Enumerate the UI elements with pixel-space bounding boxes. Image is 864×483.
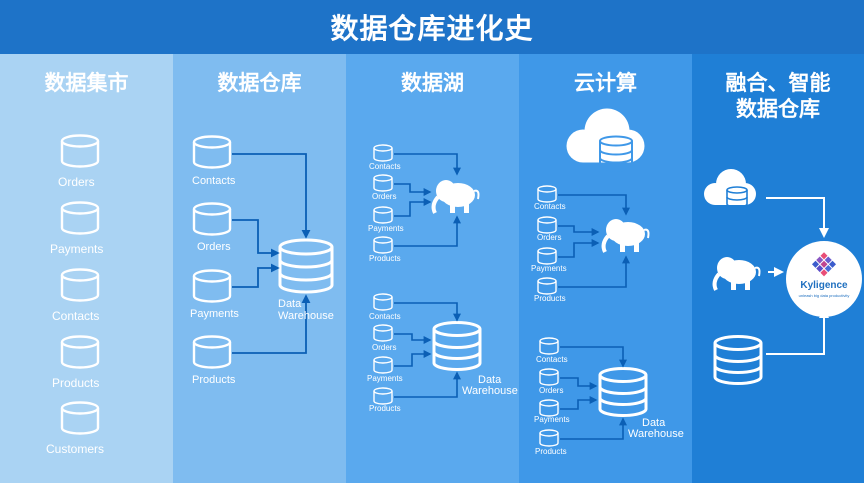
hadoop-elephant-icon [601,217,651,254]
column-title: 融合、智能 [725,71,831,95]
lake-wh-source-label: Contacts [369,312,401,321]
mart-orders-icon [60,134,100,168]
source-db-icon [192,335,232,369]
lake-wh-source-label: Products [369,404,401,413]
flow-arrows [558,194,630,288]
source-db-icon [192,269,232,303]
flow-arrows [560,346,627,440]
source-label: Products [192,374,236,386]
database-icon [713,335,763,385]
cloud-wh-source-icon [539,399,559,417]
lake-wh-source-label: Payments [367,374,403,383]
cloud-lake-source-label: Orders [537,233,562,242]
source-db-icon [192,202,232,236]
lake-source-label: Products [369,254,401,263]
source-label: Payments [190,308,239,320]
flow-arrows [766,197,829,355]
flow-arrows [232,153,311,354]
cloud-lake-source-icon [537,247,557,265]
kyligence-mark-icon [811,252,837,277]
mart-contacts-icon [60,268,100,302]
lake-wh-source-icon [373,324,393,342]
mart-label: Orders [58,175,95,189]
source-label: Contacts [192,175,236,187]
cloud-db-icon [726,186,748,208]
cloud-lake-source-icon [537,185,557,203]
column-title: 数据湖 [401,71,464,95]
cloud-lake-source-label: Payments [531,264,567,273]
warehouse-label: Data [278,298,302,310]
lake-source-label: Orders [372,192,397,201]
mart-customers-icon [60,401,100,435]
mart-label: Payments [50,242,104,256]
source-db-icon [192,135,232,169]
mart-payments-icon [60,201,100,235]
warehouse-label: Data [642,417,666,429]
warehouse-label: Warehouse [462,385,518,397]
logo-name: Kyligence [800,280,848,291]
page-title: 数据仓库进化史 [330,12,534,45]
lake-source-icon [373,174,393,192]
warehouse-label: Data [478,374,502,386]
lake-source-icon [373,206,393,224]
kyligence-logo [786,241,862,317]
logo-tagline: unleash big data productivity [798,293,850,298]
cloud-lake-source-icon [537,277,557,295]
column-title: 数据仓库 [736,97,820,121]
column-title: 数据集市 [44,71,129,95]
hadoop-elephant-icon [712,255,762,292]
mart-label: Customers [46,442,105,456]
mart-label: Contacts [52,309,100,323]
flow-arrows [394,153,461,247]
warehouse-label: Warehouse [278,310,334,322]
column-title: 数据仓库 [217,71,302,95]
cloud-wh-source-label: Orders [539,386,564,395]
flow-arrows [394,302,461,398]
cloud-lake-source-label: Contacts [534,202,566,211]
lake-source-label: Payments [368,224,404,233]
lake-source-icon [373,144,393,162]
title-bar: 数据仓库进化史 [0,0,864,54]
lake-source-label: Contacts [369,162,401,171]
column-data-mart: 数据集市 [0,54,173,483]
lake-source-icon [373,236,393,254]
column-data-lake: 数据湖 [346,54,519,483]
cloud-wh-source-icon [539,368,559,386]
cloud-wh-source-label: Products [535,447,567,456]
mart-products-icon [60,335,100,369]
data-warehouse-icon [278,238,334,294]
cloud-lake-source-label: Products [534,294,566,303]
source-label: Orders [197,241,231,253]
cloud-wh-source-label: Contacts [536,355,568,364]
warehouse-label: Warehouse [628,428,684,440]
cloud-lake-source-icon [537,216,557,234]
lake-wh-source-icon [373,356,393,374]
lake-wh-source-icon [373,293,393,311]
data-warehouse-icon [598,367,648,417]
hadoop-elephant-icon [431,178,481,215]
cloud-db-icon [599,135,633,172]
lake-wh-source-icon [373,387,393,405]
column-title: 云计算 [574,71,637,95]
cloud-wh-source-label: Payments [534,415,570,424]
lake-wh-source-label: Orders [372,343,397,352]
data-warehouse-icon [432,321,482,371]
mart-label: Products [52,376,100,390]
cloud-wh-source-icon [539,429,559,447]
cloud-wh-source-icon [539,337,559,355]
